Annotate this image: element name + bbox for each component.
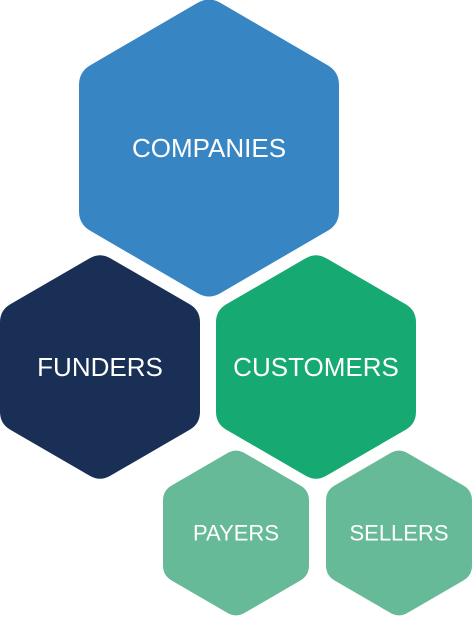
companies-node: COMPANIES (79, 0, 339, 297)
funders-label: FUNDERS (37, 352, 163, 382)
funders-hexagon (0, 255, 200, 479)
customers-node: CUSTOMERS (216, 255, 416, 479)
payers-hexagon (163, 450, 309, 616)
customers-label: CUSTOMERS (233, 352, 399, 382)
sellers-node: SELLERS (326, 450, 472, 616)
payers-label: PAYERS (193, 521, 279, 546)
sellers-label: SELLERS (349, 521, 448, 546)
companies-label: COMPANIES (132, 133, 286, 163)
funders-node: FUNDERS (0, 255, 200, 479)
companies-hexagon (79, 0, 339, 297)
payers-node: PAYERS (163, 450, 309, 616)
customers-hexagon (216, 255, 416, 479)
sellers-hexagon (326, 450, 472, 616)
